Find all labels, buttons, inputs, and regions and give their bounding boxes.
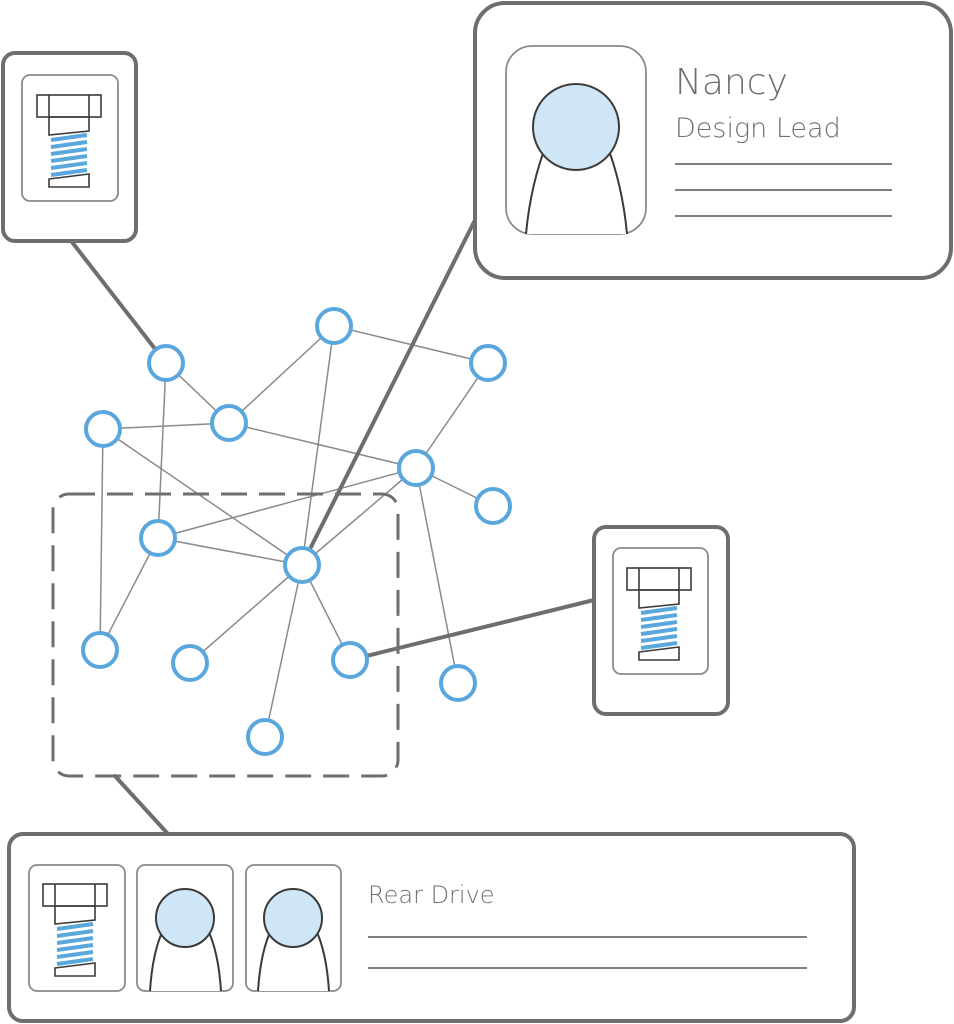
callout-connectors xyxy=(70,220,596,836)
group-card[interactable]: Rear Drive xyxy=(7,832,856,1023)
node[interactable] xyxy=(331,641,369,679)
node[interactable] xyxy=(439,664,477,702)
node[interactable] xyxy=(474,487,512,525)
person-icon xyxy=(149,888,222,992)
node[interactable] xyxy=(283,546,321,584)
node[interactable] xyxy=(397,449,435,487)
node[interactable] xyxy=(84,410,122,448)
network-nodes xyxy=(81,307,512,756)
person-name: Nancy xyxy=(675,62,788,103)
node[interactable] xyxy=(469,344,507,382)
group-title: Rear Drive xyxy=(368,881,495,909)
person-detail-lines xyxy=(675,163,892,217)
node[interactable] xyxy=(210,404,248,442)
node[interactable] xyxy=(81,631,119,669)
node[interactable] xyxy=(147,344,185,382)
person-icon xyxy=(257,888,330,992)
node[interactable] xyxy=(315,307,353,345)
group-detail-lines xyxy=(368,936,807,969)
part-card-right[interactable] xyxy=(592,525,730,716)
node[interactable] xyxy=(246,718,284,756)
person-icon xyxy=(525,83,628,235)
selection-group-outline xyxy=(51,492,400,778)
person-role: Design Lead xyxy=(675,113,841,144)
node[interactable] xyxy=(171,644,209,682)
person-card[interactable]: Nancy Design Lead xyxy=(473,1,953,280)
part-card-top-left[interactable] xyxy=(1,51,138,243)
node[interactable] xyxy=(139,519,177,557)
